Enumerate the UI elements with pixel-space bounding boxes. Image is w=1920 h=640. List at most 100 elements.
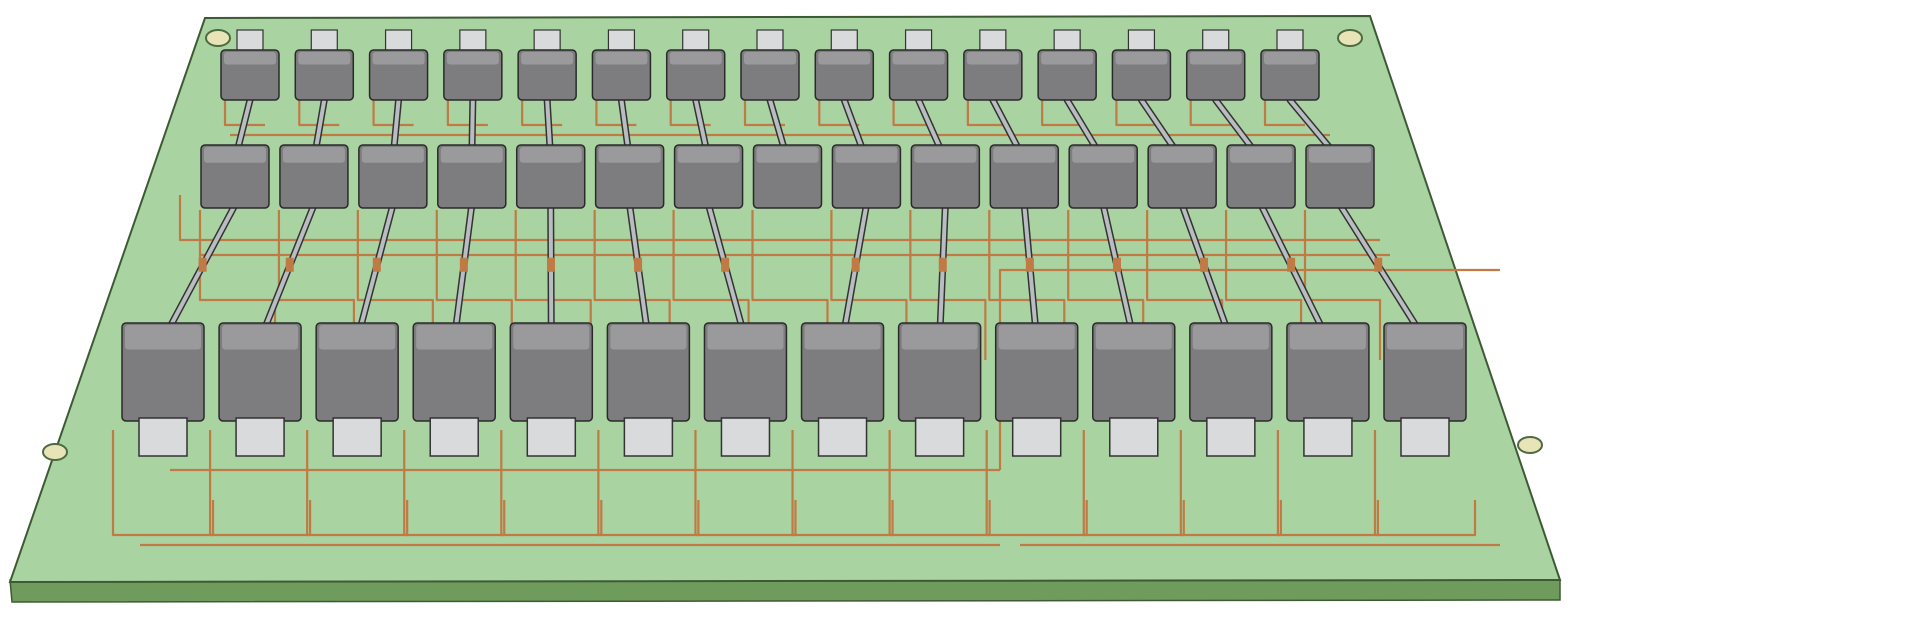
copper-traces xyxy=(111,100,1500,547)
component-middle-row xyxy=(989,144,1060,209)
copper-band xyxy=(1200,257,1209,272)
copper-trace xyxy=(669,100,711,127)
component-highlight xyxy=(1072,147,1135,163)
copper-trace xyxy=(306,430,409,537)
component-middle-row xyxy=(910,144,981,209)
component-highlight xyxy=(282,147,345,163)
copper-trace xyxy=(298,100,340,127)
component-pin xyxy=(332,417,382,457)
component-top-row xyxy=(963,49,1023,101)
component-bottom-row xyxy=(1092,322,1176,422)
copper-band xyxy=(851,257,860,272)
component-middle-row xyxy=(1068,144,1138,209)
component-highlight xyxy=(519,147,582,163)
mounting-hole xyxy=(42,443,68,461)
copper-band xyxy=(1112,257,1121,272)
copper-band xyxy=(1025,257,1034,272)
lead-wire xyxy=(355,203,395,342)
component-highlight xyxy=(319,325,396,350)
component-pin xyxy=(1127,29,1156,53)
component-bottom-row xyxy=(1383,322,1467,422)
component-middle-row xyxy=(279,144,349,209)
component-top-row xyxy=(294,49,355,101)
component-highlight xyxy=(669,52,722,65)
component-highlight xyxy=(440,147,503,163)
copper-trace xyxy=(223,100,265,127)
component-middle-row xyxy=(1226,144,1296,209)
component-middle-row xyxy=(437,144,507,209)
copper-band xyxy=(1287,257,1296,272)
component-bottom-row xyxy=(509,322,594,422)
component-pin xyxy=(756,29,784,53)
mounting-hole xyxy=(205,29,231,47)
copper-trace xyxy=(1189,100,1231,127)
copper-trace xyxy=(909,210,987,360)
copper-band xyxy=(938,257,947,272)
copper-band xyxy=(285,257,294,272)
component-pin xyxy=(1011,417,1062,457)
lead-wire xyxy=(706,203,748,342)
component-middle-row xyxy=(673,144,744,209)
lead-wire xyxy=(452,203,474,342)
component-pin xyxy=(1109,417,1159,457)
component-top-row xyxy=(517,49,577,101)
copper-band xyxy=(546,257,555,272)
copper-trace xyxy=(597,430,700,537)
component-highlight xyxy=(998,325,1075,350)
lead-wire xyxy=(1101,203,1136,342)
component-top-row xyxy=(220,49,280,101)
component-highlight xyxy=(804,325,881,350)
component-bottom-row xyxy=(1286,322,1370,422)
copper-trace xyxy=(1179,430,1282,537)
component-bottom-row xyxy=(897,322,982,422)
copper-trace xyxy=(892,100,934,127)
component-highlight xyxy=(1115,52,1168,65)
component-highlight xyxy=(1192,325,1269,350)
component-highlight xyxy=(993,147,1056,163)
lead-wire xyxy=(840,203,869,342)
component-bottom-row xyxy=(606,322,691,422)
component-top-row xyxy=(814,49,875,101)
component-top-row xyxy=(665,49,726,101)
component-pin xyxy=(1400,417,1450,457)
component-pin xyxy=(384,29,413,53)
component-highlight xyxy=(744,52,796,65)
mounting-hole xyxy=(1517,436,1543,454)
component-pin xyxy=(607,29,636,53)
component-pin xyxy=(914,417,965,457)
component-middle-row xyxy=(752,144,823,209)
component-pin xyxy=(236,29,264,53)
component-highlight xyxy=(595,52,648,65)
component-pin xyxy=(429,417,479,457)
component-highlight xyxy=(1230,147,1293,163)
component-pin xyxy=(138,417,188,457)
component-bottom-row xyxy=(1189,322,1273,422)
copper-band xyxy=(372,257,381,272)
component-highlight xyxy=(1387,325,1463,350)
copper-trace xyxy=(1041,100,1083,127)
copper-trace xyxy=(1082,430,1185,537)
component-pin xyxy=(979,29,1007,53)
copper-trace xyxy=(966,100,1008,127)
component-top-row xyxy=(368,49,429,101)
component-middle-row xyxy=(515,144,586,209)
component-highlight xyxy=(372,52,425,65)
copper-trace xyxy=(888,430,991,537)
component-bottom-row xyxy=(800,322,885,422)
copper-trace xyxy=(178,195,1380,242)
component-pin xyxy=(1206,417,1256,457)
component-pin xyxy=(526,417,577,457)
component-bottom-row xyxy=(412,322,496,422)
component-highlight xyxy=(1264,52,1316,65)
component-highlight xyxy=(361,147,424,163)
component-top-row xyxy=(740,49,800,101)
component-highlight xyxy=(1151,147,1214,163)
component-top-row xyxy=(888,49,949,101)
copper-trace xyxy=(1276,430,1380,537)
component-highlight xyxy=(416,325,493,350)
component-middle-row xyxy=(831,144,902,209)
component-highlight xyxy=(598,147,661,163)
copper-trace xyxy=(1115,100,1157,127)
component-pin xyxy=(817,417,868,457)
